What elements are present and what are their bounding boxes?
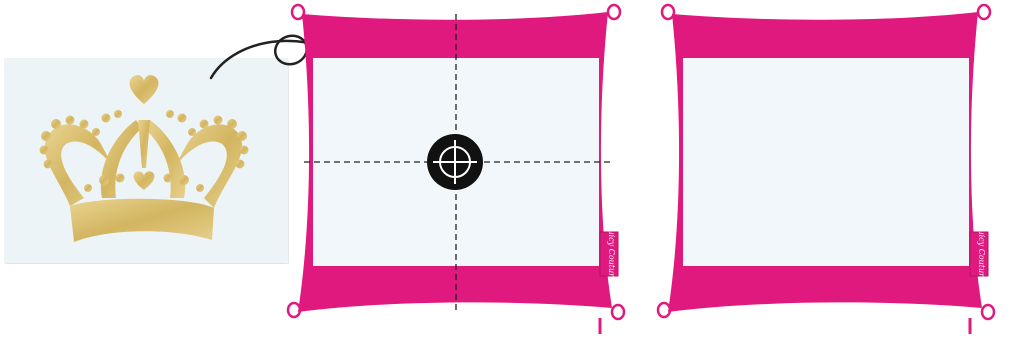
brand-tag: Juicy Couture	[970, 224, 988, 282]
crown-icon	[4, 58, 289, 264]
pillow-after: Juicy Couture	[650, 0, 1002, 337]
transfer-card	[4, 58, 289, 264]
svg-text:Juicy Couture: Juicy Couture	[977, 224, 986, 282]
brand-tag: Juicy Couture	[600, 224, 618, 282]
svg-text:Juicy Couture: Juicy Couture	[607, 224, 616, 282]
pillow-before: Juicy Couture	[280, 0, 632, 337]
center-target-icon	[427, 134, 483, 190]
